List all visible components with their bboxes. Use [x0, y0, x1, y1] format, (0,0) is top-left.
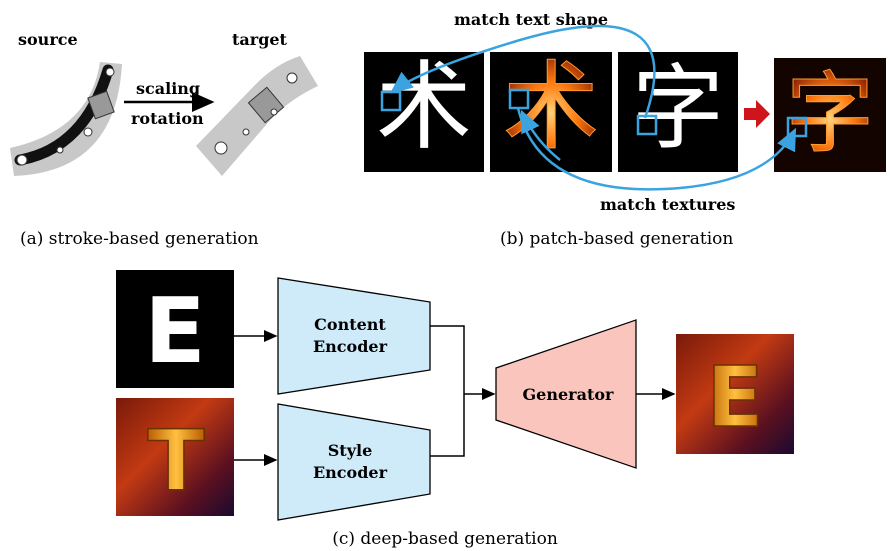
caption-b: (b) patch-based generation — [500, 229, 733, 249]
texture-match-arrow-back — [520, 109, 561, 161]
target-point — [270, 108, 278, 116]
caption-c: (c) deep-based generation — [332, 529, 558, 549]
target-stroke-band — [196, 56, 318, 176]
output-image-glyph: E — [706, 348, 763, 446]
shape-match-arrow — [390, 24, 656, 119]
arrow-label-rotation: rotation — [131, 109, 204, 128]
target-point — [242, 128, 250, 136]
match-textures-label: match textures — [600, 195, 735, 214]
target-glyph: 字 — [632, 55, 724, 162]
source-point — [56, 146, 64, 154]
style-encoder-block — [277, 403, 431, 521]
source-label: source — [18, 30, 78, 49]
panel-a: source target scaling rotation (a) strok… — [10, 30, 318, 249]
match-text-shape-label: match text shape — [454, 10, 608, 29]
content-glyph: E — [144, 279, 205, 384]
target-label: target — [232, 30, 288, 49]
generator-label: Generator — [523, 385, 615, 404]
caption-a: (a) stroke-based generation — [20, 229, 259, 249]
source-glyph-tile — [364, 52, 484, 172]
target-glyph-tile — [618, 52, 738, 172]
content-encoder-block — [277, 277, 431, 395]
output-glyph: 字 — [786, 62, 874, 165]
source-patch — [87, 90, 115, 120]
arrow-label-scaling: scaling — [136, 79, 200, 98]
output-image — [676, 334, 794, 454]
source-point — [83, 127, 93, 137]
source-glyph: 术 — [376, 51, 472, 163]
texture-match-arrow — [516, 107, 797, 191]
panel-c: E T Content Encoder Style Encoder Genera… — [116, 270, 794, 549]
content-image — [116, 270, 234, 388]
generator-block — [495, 319, 637, 469]
content-encoder-line-2: Encoder — [313, 337, 388, 356]
style-encoder-line-1: Style — [328, 441, 373, 460]
red-arrow-icon — [744, 100, 770, 128]
content-to-generator-line — [430, 325, 465, 394]
source-point — [105, 67, 115, 77]
style-to-generator-line — [430, 394, 465, 457]
target-point — [214, 141, 228, 155]
style-image — [116, 398, 234, 516]
panel-b: match text shape 术 术 字 字 match textures … — [364, 10, 886, 249]
source-stroke-ink — [14, 64, 114, 166]
content-encoder-line-1: Content — [314, 315, 386, 334]
output-glyph-patch-box — [786, 116, 808, 138]
source-point — [16, 154, 28, 166]
source-stroke-band — [10, 62, 122, 176]
style-encoder-line-2: Encoder — [313, 463, 388, 482]
output-glyph-tile — [774, 58, 886, 172]
style-glyph: T — [147, 412, 204, 510]
target-point — [286, 72, 298, 84]
